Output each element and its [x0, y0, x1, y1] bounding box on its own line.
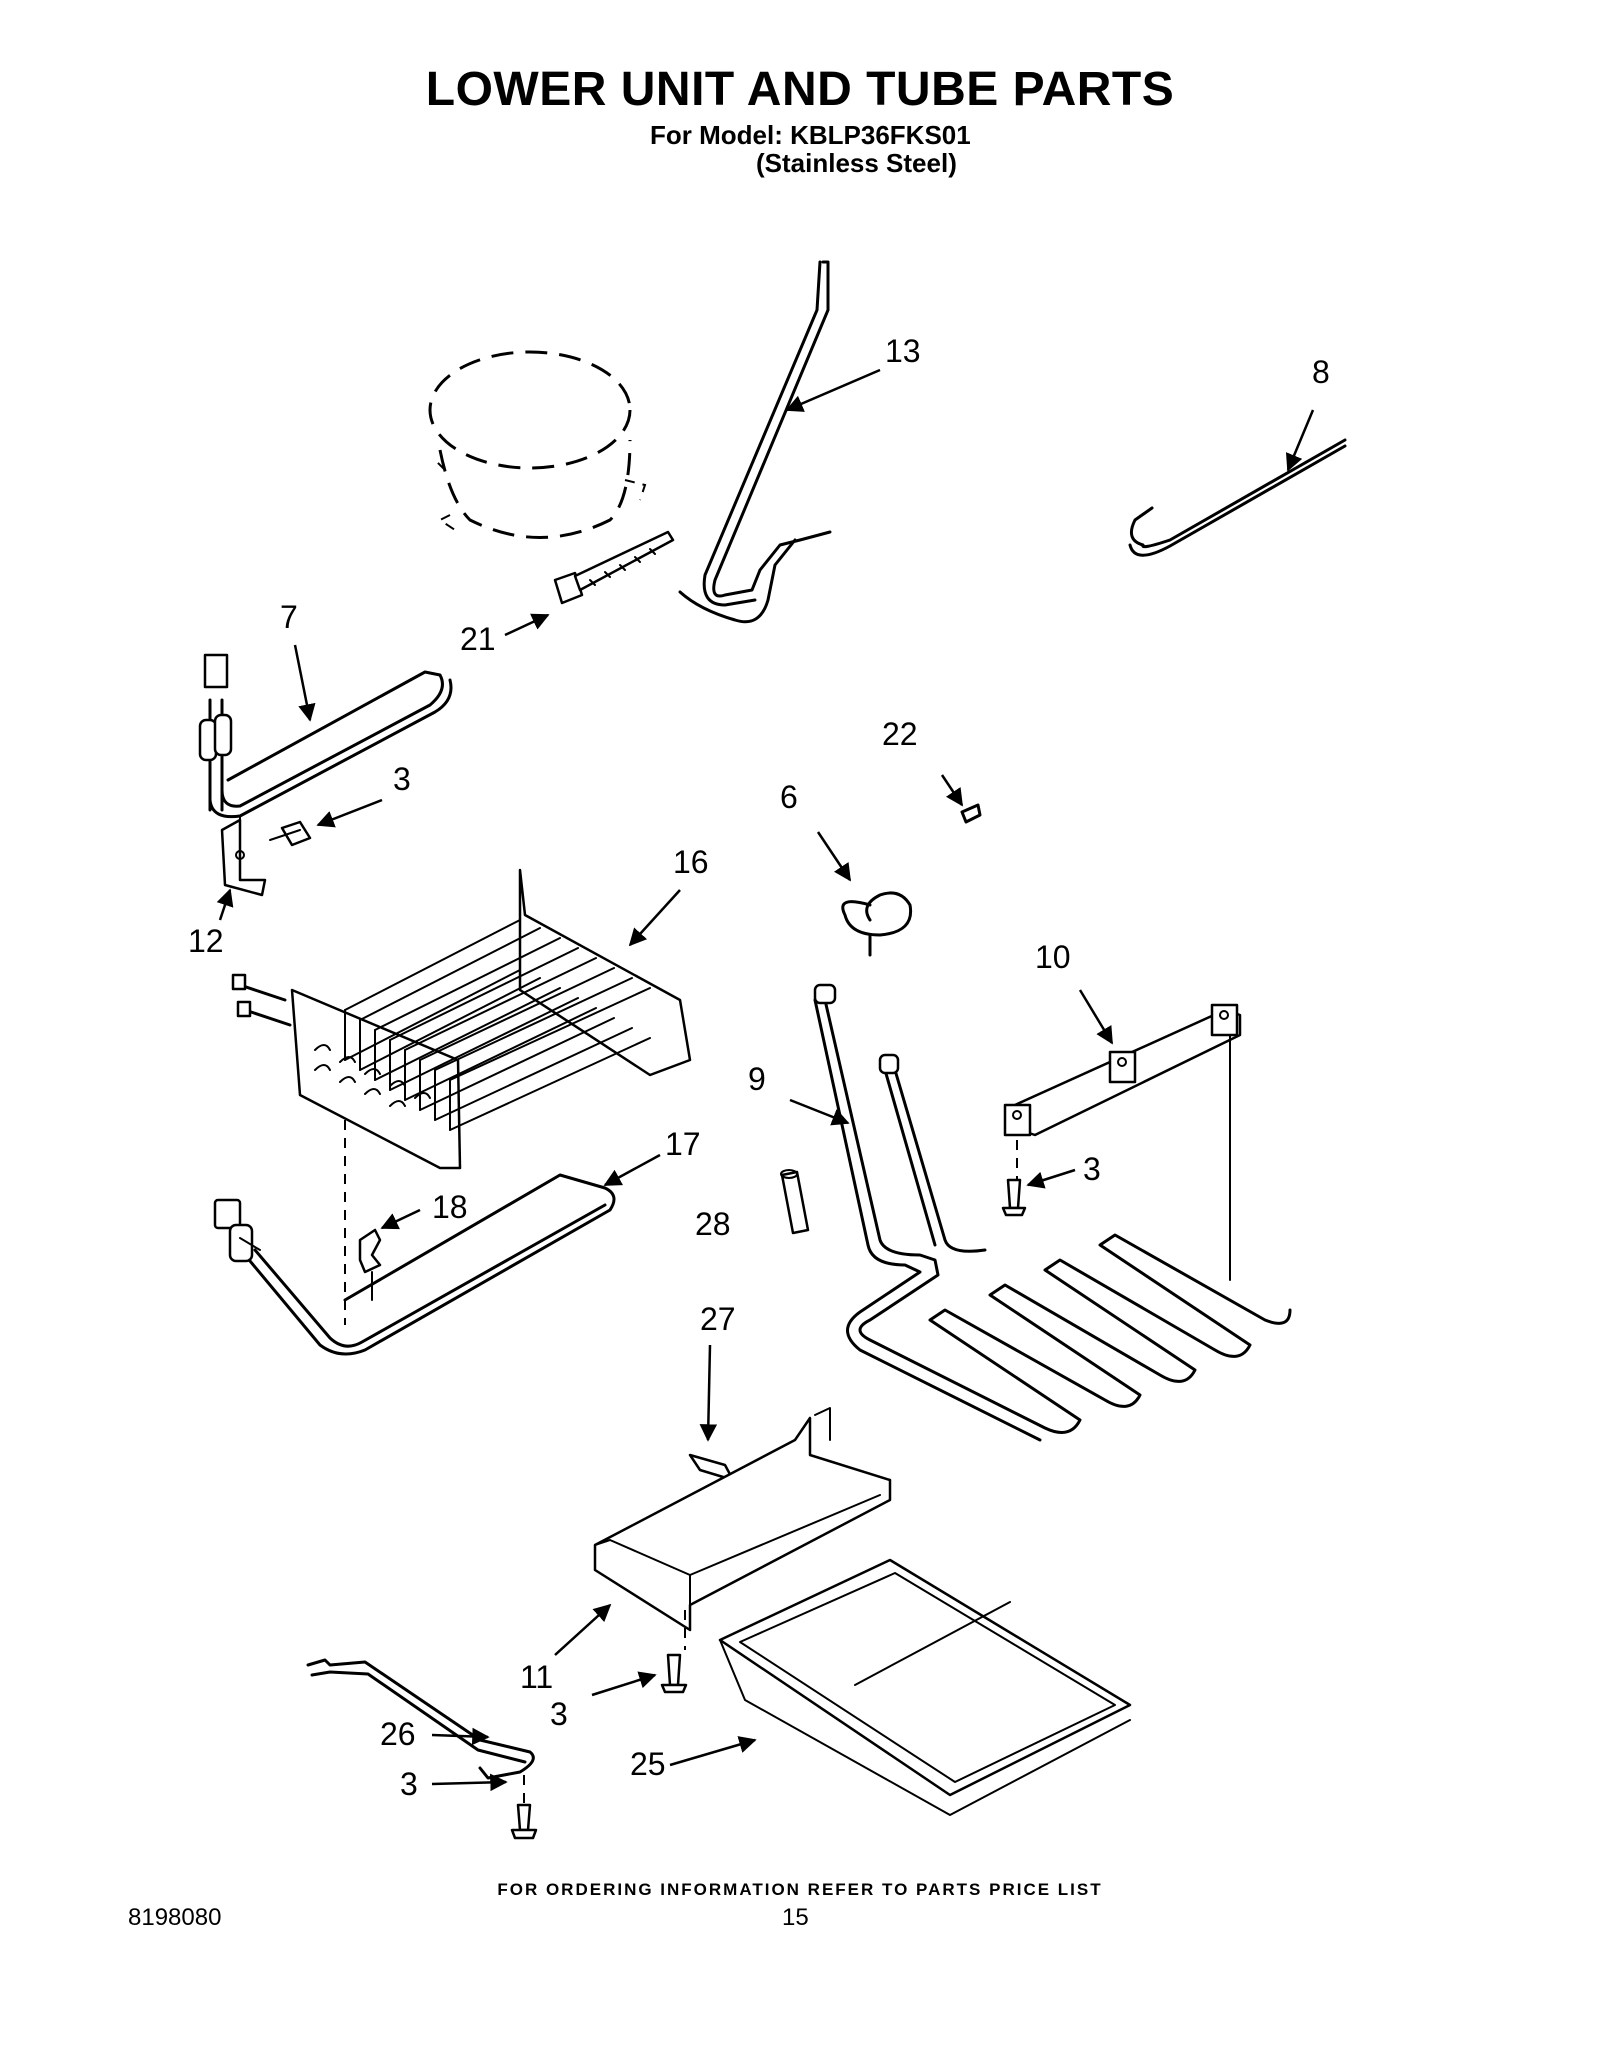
- part-28-tube: [780, 1169, 810, 1235]
- part-11-tray-bracket: [593, 1407, 892, 1650]
- part-9-condenser: [813, 983, 1292, 1442]
- part-13-tube: [678, 260, 832, 624]
- callout-28: 28: [695, 1206, 731, 1242]
- part-3-screw-b: [1001, 1140, 1027, 1217]
- callout-22: 22: [882, 716, 918, 752]
- callout-3-c: 3: [550, 1696, 568, 1732]
- document-number: 8198080: [128, 1904, 222, 1931]
- part-3-screw-d: [510, 1775, 538, 1840]
- part-22-clip: [960, 803, 982, 824]
- part-12-bracket: [220, 818, 267, 897]
- variant-line: (Stainless Steel): [756, 148, 957, 178]
- callout-18: 18: [432, 1189, 468, 1225]
- page-number: 15: [782, 1904, 809, 1931]
- part-3-screw-a: [269, 820, 312, 847]
- part-3-screw-c: [660, 1653, 688, 1694]
- callout-3-a: 3: [393, 761, 411, 797]
- callout-21: 21: [460, 621, 496, 657]
- callout-25: 25: [630, 1746, 666, 1782]
- part-18-clip: [358, 1228, 382, 1301]
- part-26-wire: [306, 1658, 535, 1780]
- part-17-heater: [213, 1173, 616, 1356]
- part-8-wire: [1128, 438, 1347, 557]
- callout-3-d: 3: [400, 1766, 418, 1802]
- callout-8: 8: [1312, 354, 1330, 390]
- callout-9: 9: [748, 1061, 766, 1097]
- callout-16: 16: [673, 844, 709, 880]
- callout-13: 13: [885, 333, 921, 369]
- callout-labels: 13 8 7 21 3 12 16 22 6 10 9 3 17 18 28 2…: [188, 333, 1330, 1802]
- callout-leaders: [216, 368, 1315, 1792]
- callout-11: 11: [520, 1659, 553, 1695]
- callout-27: 27: [700, 1301, 736, 1337]
- callout-12: 12: [188, 923, 224, 959]
- callout-3-b: 3: [1083, 1151, 1101, 1187]
- part-16-evaporator: [231, 868, 692, 1325]
- part-21-tie-strap: [553, 530, 675, 605]
- ordering-note: FOR ORDERING INFORMATION REFER TO PARTS …: [497, 1880, 1103, 1899]
- callout-6: 6: [780, 779, 798, 815]
- model-line: For Model: KBLP36FKS01: [650, 120, 971, 150]
- callout-10: 10: [1035, 939, 1071, 975]
- page-title: LOWER UNIT AND TUBE PARTS: [425, 63, 1175, 116]
- part-10-bracket: [1003, 1003, 1242, 1281]
- part-6-tubing: [841, 891, 913, 957]
- part-25-drain-pan: [718, 1558, 1132, 1816]
- callout-7: 7: [280, 599, 298, 635]
- callout-17: 17: [665, 1126, 701, 1162]
- callout-26: 26: [380, 1716, 416, 1752]
- compressor-outline: [428, 350, 647, 539]
